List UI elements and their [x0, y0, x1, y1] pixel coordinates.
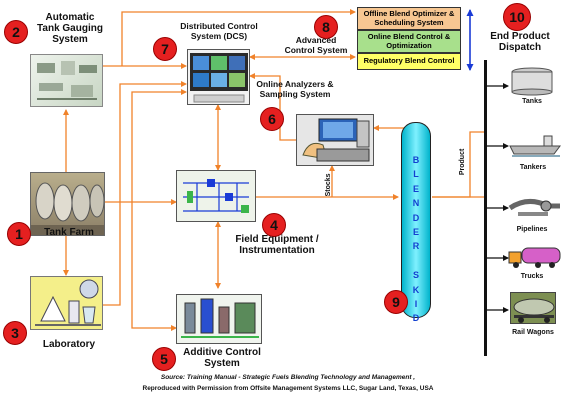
- dispatch-tanks-label: Tanks: [522, 98, 542, 105]
- dcs-image: [187, 49, 250, 105]
- product-flow-label: Product: [459, 148, 467, 176]
- number-badge-3: 3: [3, 321, 27, 345]
- number-badge-6: 6: [260, 107, 284, 131]
- stocks-flow-label: Stocks: [325, 173, 333, 197]
- source-caption-line1: Source: Training Manual - Strategic Fuel…: [160, 374, 416, 381]
- number-badge-7: 7: [153, 37, 177, 61]
- regulatory-blend-control-label: Regulatory Blend Control: [363, 56, 455, 66]
- atg-label: Automatic Tank Gauging System: [37, 12, 103, 46]
- laboratory-label: Laboratory: [42, 339, 96, 350]
- number-badge-8: 8: [314, 15, 338, 39]
- apc-label: Advanced Control System: [284, 35, 348, 55]
- regulatory-blend-control-box: Regulatory Blend Control: [357, 53, 461, 70]
- additive-system-image: [176, 294, 262, 344]
- rail-wagon-icon: [510, 292, 556, 324]
- dispatch-label: End Product Dispatch: [490, 31, 550, 54]
- truck-icon: [508, 244, 562, 270]
- dcs-label: Distributed Control System (DCS): [180, 21, 258, 41]
- analyzers-label: Online Analyzers & Sampling System: [256, 79, 334, 99]
- number-badge-1: 1: [7, 222, 31, 246]
- laboratory-image: [30, 276, 103, 330]
- tanks-icon: [508, 66, 556, 96]
- field-equipment-image: [176, 170, 256, 222]
- number-badge-5: 5: [152, 347, 176, 371]
- number-badge-2: 2: [4, 20, 28, 44]
- online-blend-control-label: Online Blend Control & Optimization: [367, 32, 451, 50]
- dispatch-bus-line: [484, 60, 487, 356]
- dispatch-tankers-label: Tankers: [519, 164, 547, 171]
- tank-farm-image: [30, 172, 105, 236]
- atg-image: [30, 54, 103, 107]
- number-badge-9: 9: [384, 290, 408, 314]
- offline-blend-optimizer-box: Offline Blend Optimizer & Scheduling Sys…: [357, 7, 461, 30]
- tank-farm-label: Tank Farm: [44, 227, 94, 238]
- source-caption-line2: Reproduced with Permission from Offsite …: [142, 385, 434, 392]
- online-blend-control-box: Online Blend Control & Optimization: [357, 30, 461, 53]
- field-equipment-label: Field Equipment / Instrumentation: [235, 234, 319, 257]
- offline-blend-optimizer-label: Offline Blend Optimizer & Scheduling Sys…: [363, 9, 455, 27]
- number-badge-10: 10: [503, 3, 531, 31]
- analyzer-image: [296, 114, 374, 166]
- dispatch-trucks-label: Trucks: [520, 273, 544, 280]
- number-badge-4: 4: [262, 213, 286, 237]
- pipeline-icon: [508, 192, 562, 222]
- tanker-ship-icon: [508, 128, 562, 158]
- dispatch-pipelines-label: Pipelines: [516, 226, 548, 233]
- blender-skid-label: B L E N D E R S K I D: [412, 155, 420, 324]
- blender-skid: B L E N D E R S K I D: [401, 122, 431, 323]
- additive-control-label: Additive Control System: [183, 347, 261, 370]
- dispatch-rail-label: Rail Wagons: [512, 329, 554, 336]
